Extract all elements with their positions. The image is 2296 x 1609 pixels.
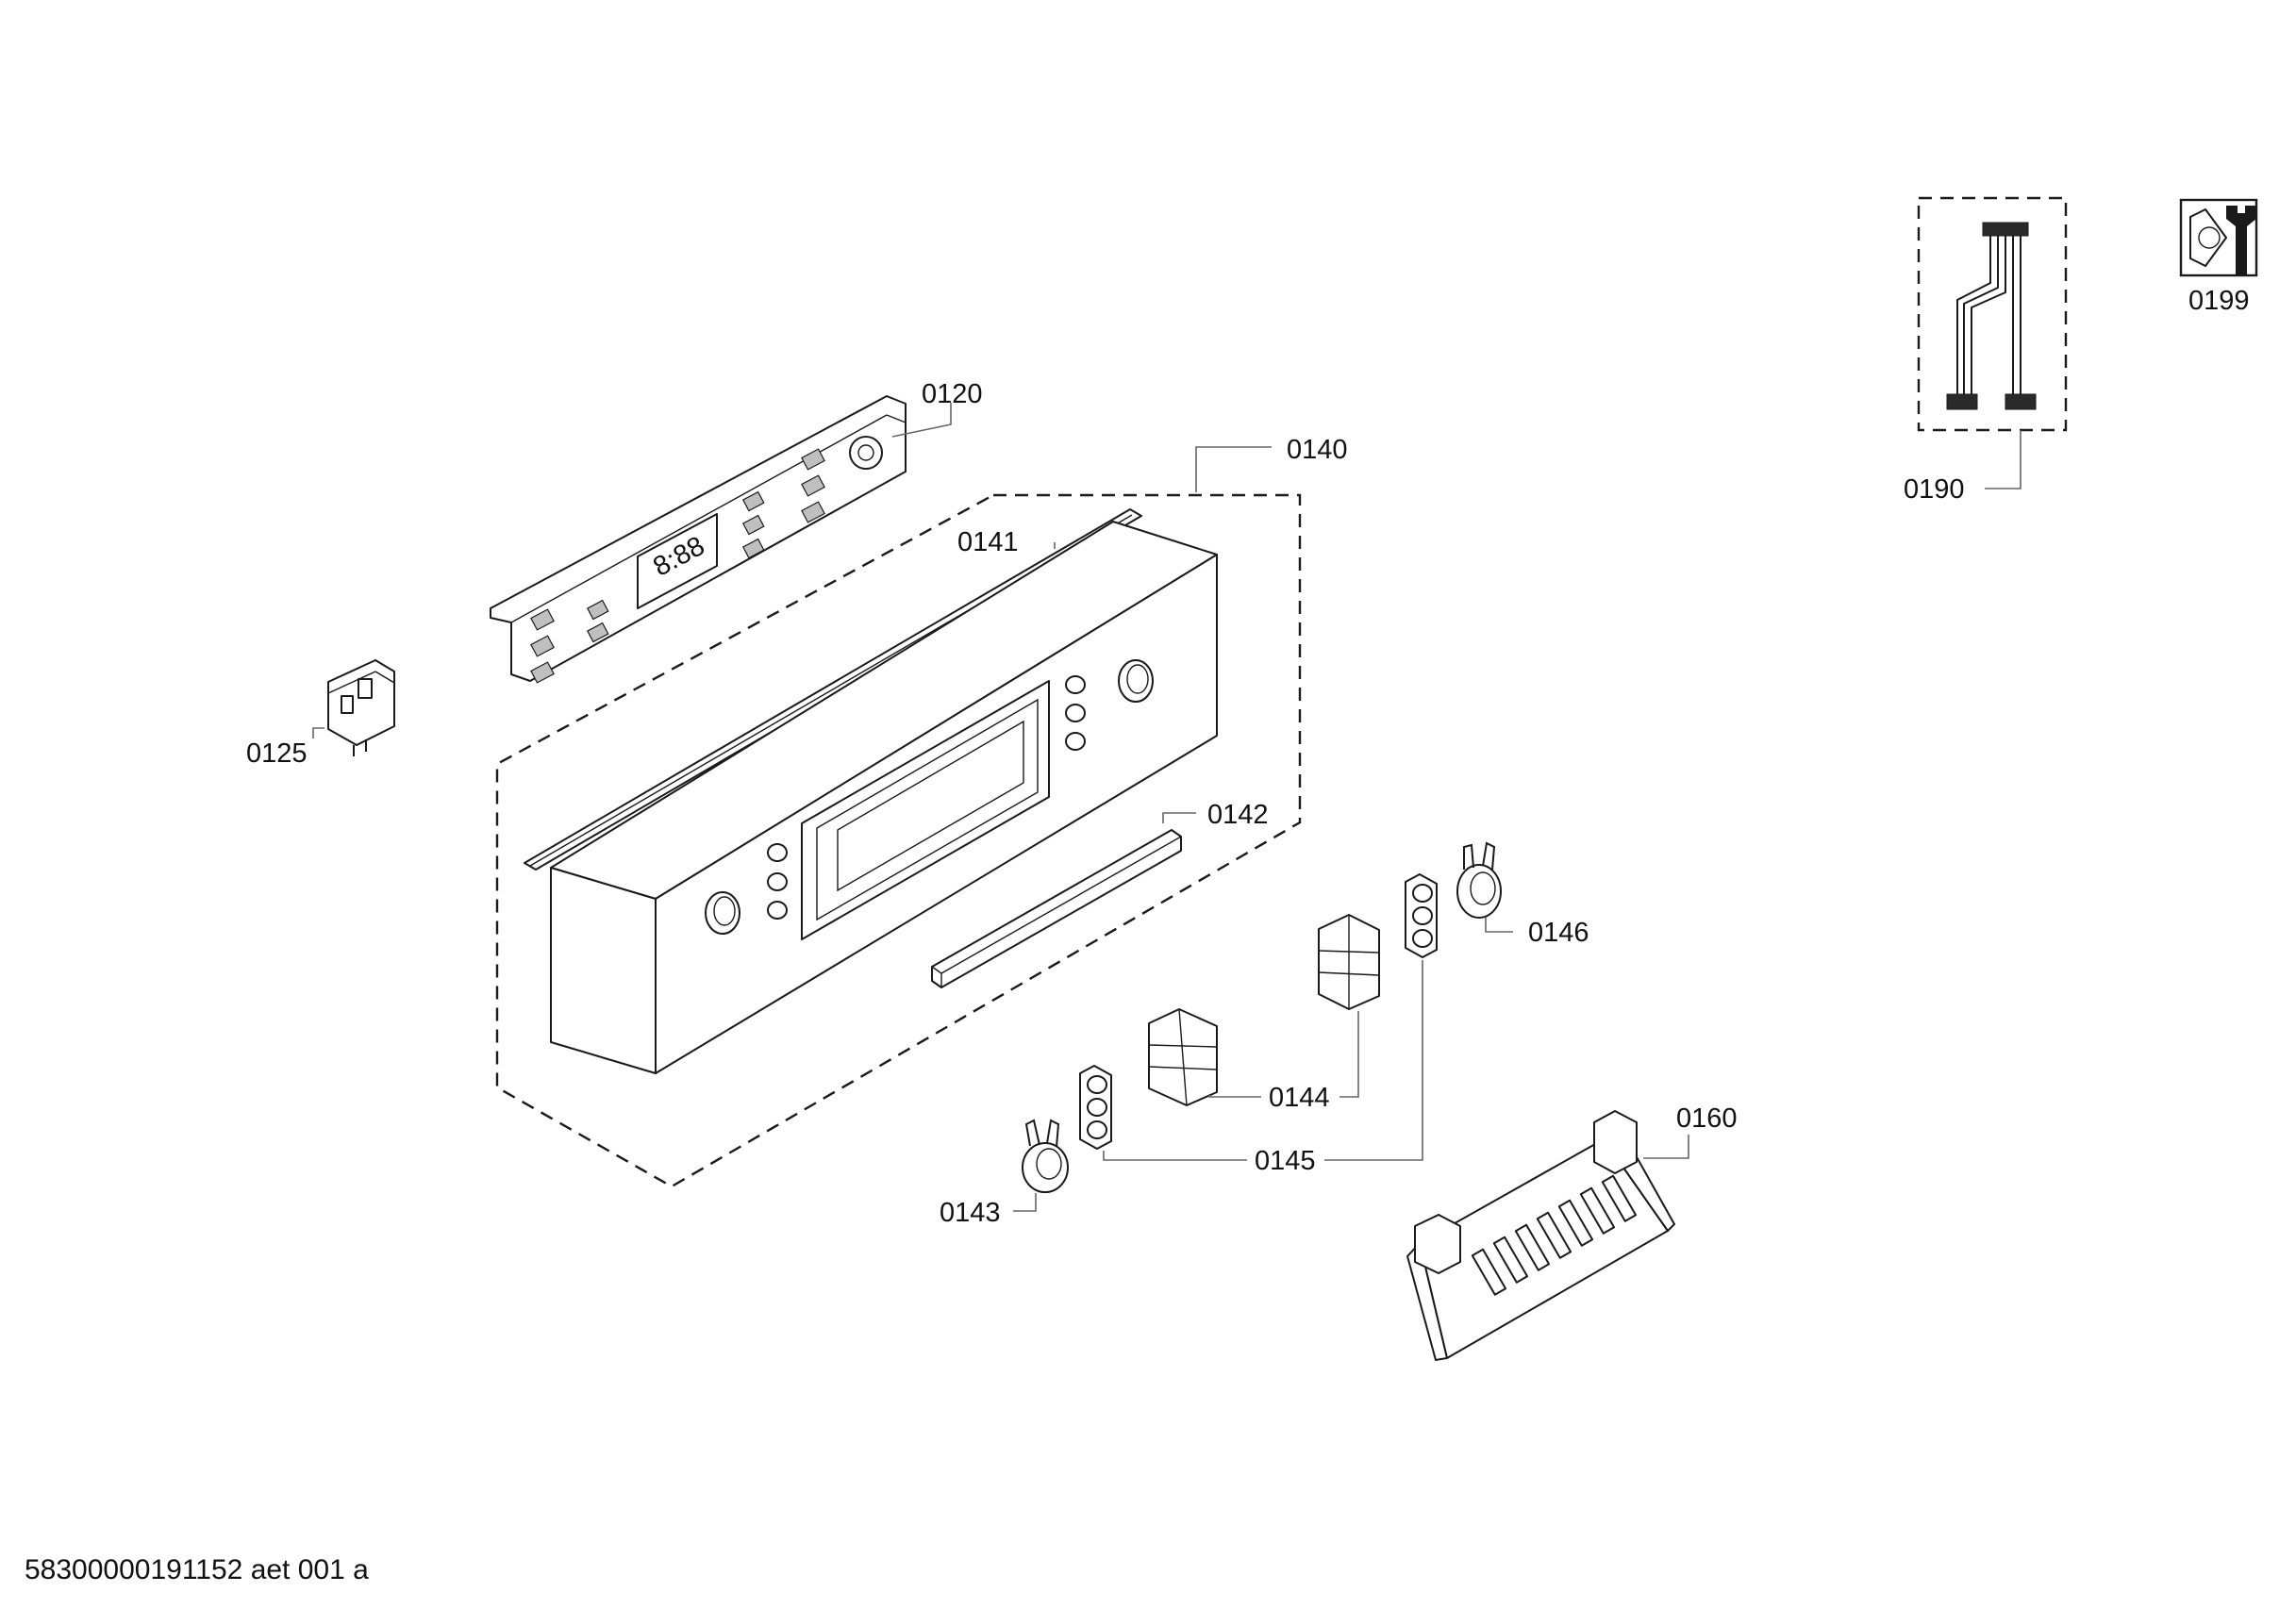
part-label-0125[interactable]: 0125: [246, 738, 308, 769]
part-0146-knob[interactable]: [1456, 841, 1502, 919]
leader-0145: [1103, 960, 1423, 1161]
leader-0190: [1985, 430, 2021, 489]
leader-0146: [1485, 918, 1513, 933]
part-0144-button-block-lower[interactable]: [1148, 1008, 1218, 1106]
part-0120-display-block: [637, 513, 718, 609]
harness-group-0190-outline: [1917, 196, 2068, 432]
part-label-0141[interactable]: 0141: [957, 527, 1019, 557]
leader-0160: [1643, 1135, 1689, 1159]
part-0190-wiring-harness[interactable]: [1946, 222, 2037, 410]
leader-0125: [312, 727, 324, 738]
drawing-id-footer: 58300000191152 aet 001 a: [25, 1554, 369, 1585]
leader-0144: [1208, 1011, 1359, 1098]
leader-0120: [891, 403, 952, 438]
part-0143-knob[interactable]: [1022, 1119, 1069, 1193]
part-control-panel-fascia[interactable]: [550, 521, 1218, 1074]
part-0120-control-module[interactable]: 8:88: [490, 395, 907, 684]
part-0125-connector[interactable]: [327, 659, 395, 756]
part-label-0143[interactable]: 0143: [940, 1198, 1001, 1228]
part-label-0144[interactable]: 0144: [1269, 1083, 1330, 1113]
part-0144-button-block-upper[interactable]: [1318, 914, 1380, 1010]
assembly-group-0140-outline: [495, 493, 1302, 1188]
leader-0140: [1195, 446, 1272, 492]
part-label-0142[interactable]: 0142: [1207, 800, 1269, 830]
part-label-0145[interactable]: 0145: [1255, 1146, 1316, 1176]
part-label-0140[interactable]: 0140: [1287, 435, 1348, 465]
leader-0143: [1013, 1193, 1037, 1212]
part-label-0199[interactable]: 0199: [2188, 286, 2250, 316]
part-0145-button-strip-right[interactable]: [1405, 873, 1438, 958]
leader-0142: [1162, 812, 1196, 823]
part-0160-terminal-block[interactable]: [1406, 1110, 1675, 1361]
part-label-0190[interactable]: 0190: [1904, 474, 1965, 505]
part-label-0160[interactable]: 0160: [1676, 1103, 1738, 1134]
part-0145-button-strip-left[interactable]: [1079, 1065, 1112, 1150]
part-label-0146[interactable]: 0146: [1528, 918, 1589, 948]
part-label-0120[interactable]: 0120: [922, 379, 983, 409]
part-0142-cover-bar[interactable]: [931, 829, 1182, 988]
service-tool-icon[interactable]: [2179, 198, 2258, 277]
